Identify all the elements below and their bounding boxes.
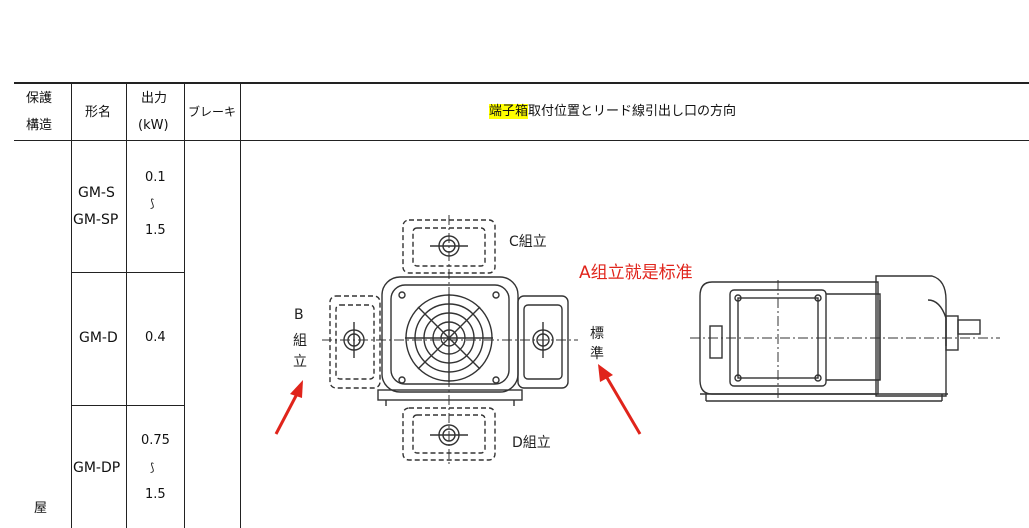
header-output-line1: 出力 xyxy=(141,91,168,106)
header-brake: ブレーキ xyxy=(188,105,237,119)
terminal-box-b xyxy=(329,295,381,389)
center-lines xyxy=(322,215,578,465)
row2-model: GM-D xyxy=(79,330,118,346)
table-top-rule xyxy=(14,82,1029,84)
protection-value: 屋 xyxy=(34,501,48,516)
header-model: 形名 xyxy=(85,105,112,120)
terminal-box-a-standard xyxy=(517,295,569,389)
col-divider-3 xyxy=(184,84,185,528)
row1-output-top: 0.1 xyxy=(145,170,166,185)
label-standard-1: 標 xyxy=(590,326,604,342)
header-protection-line2: 構造 xyxy=(26,118,53,133)
header-terminal-direction-rest: 取付位置とリード線引出し口の方向 xyxy=(528,104,737,119)
arrow-to-standard xyxy=(598,364,642,435)
row-divider-2 xyxy=(71,405,184,406)
label-b-assembly-2: 組 xyxy=(293,333,307,349)
label-d-assembly: D組立 xyxy=(512,435,551,451)
row1-model-line2: GM-SP xyxy=(73,212,119,228)
col-divider-1 xyxy=(71,84,72,528)
label-c-assembly: C組立 xyxy=(509,234,547,250)
row1-output-bottom: 1.5 xyxy=(145,223,166,238)
row3-output-top: 0.75 xyxy=(141,433,170,448)
row1-output-mid: ⟆ xyxy=(150,197,155,210)
label-standard-2: 準 xyxy=(590,346,604,362)
row-divider-1 xyxy=(71,272,184,273)
header-protection-line1: 保護 xyxy=(26,91,53,106)
motor-front-view xyxy=(377,276,523,406)
header-output-line2: (kW) xyxy=(138,118,169,133)
header-terminal-box-highlight: 端子箱 xyxy=(489,104,529,119)
row2-output: 0.4 xyxy=(145,330,166,345)
arrow-to-b xyxy=(274,380,303,435)
header-terminal-direction: 端子箱取付位置とリード線引出し口の方向 xyxy=(489,104,737,119)
annotation-a-is-standard: A组立就是标准 xyxy=(579,263,693,283)
label-b-assembly-3: 立 xyxy=(293,354,307,370)
col-divider-4 xyxy=(240,84,241,528)
col-divider-2 xyxy=(126,84,127,528)
row3-output-bottom: 1.5 xyxy=(145,487,166,502)
row3-model: GM-DP xyxy=(73,460,121,476)
row3-output-mid: ⟆ xyxy=(150,461,155,474)
label-b-assembly-1: B xyxy=(294,307,304,323)
row1-model-line1: GM-S xyxy=(78,185,115,201)
table-header-bottom-rule xyxy=(14,140,1029,141)
side-view-centerline xyxy=(690,280,1000,400)
